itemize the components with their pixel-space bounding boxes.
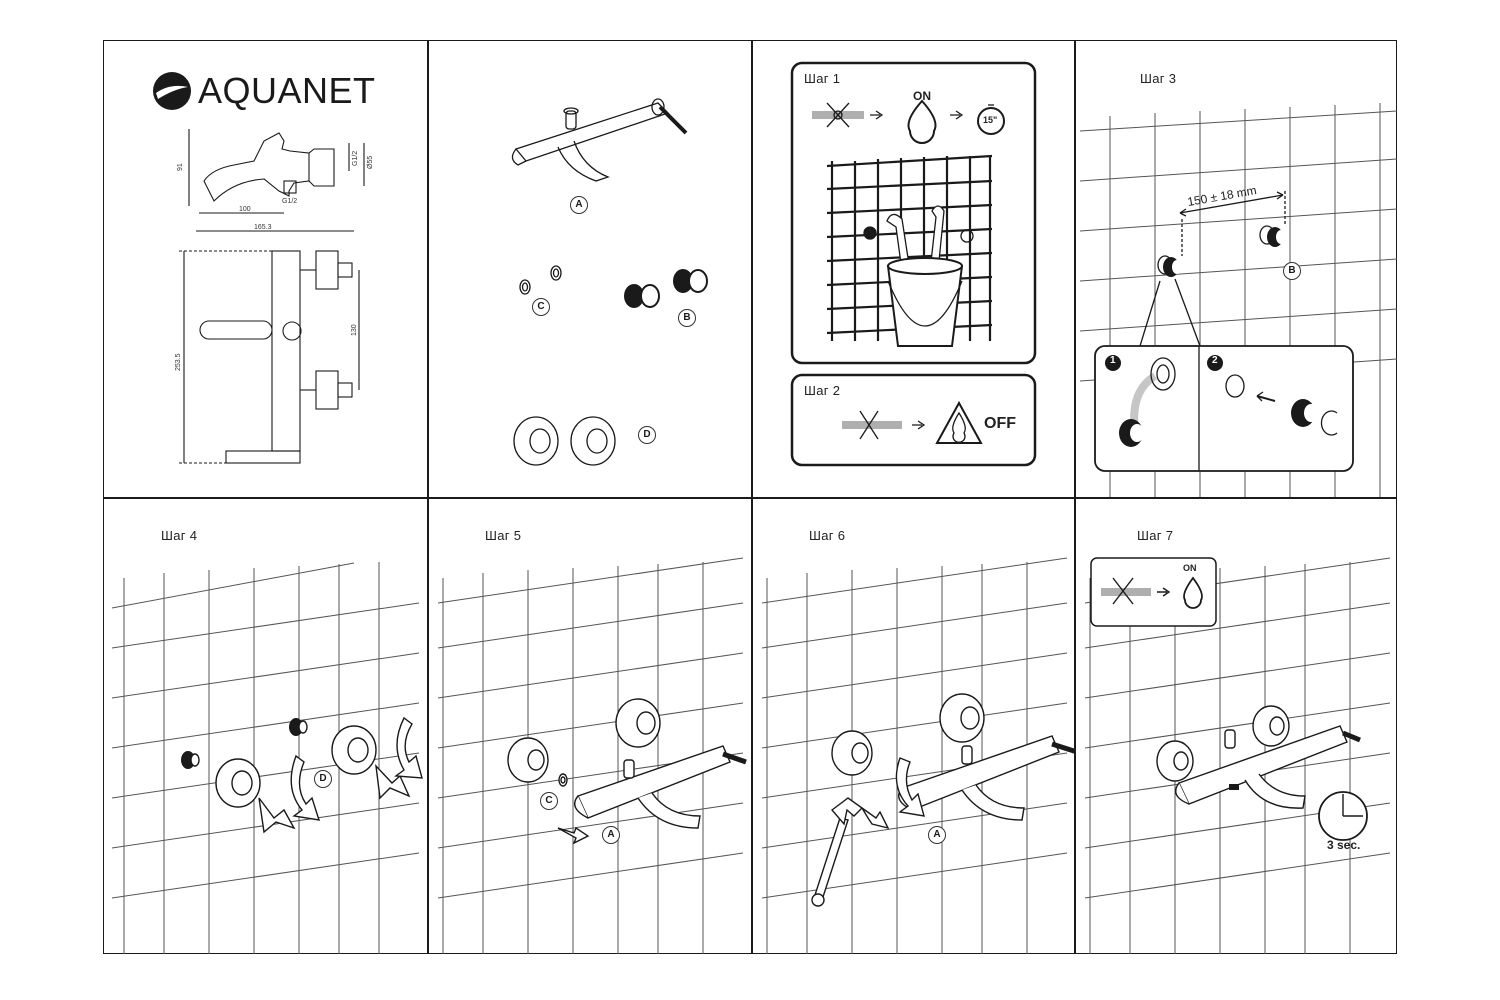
instruction-sheet: AQUANET	[103, 40, 1397, 954]
panel-dimensions: AQUANET	[104, 41, 427, 497]
panel-step-3: Шаг 3 150 ± 18 mm B 1 2	[1075, 41, 1397, 497]
panel-steps-1-2: Шаг 1 ON 15" Шаг 2 OFF	[752, 41, 1074, 497]
part-label-d: D	[638, 426, 656, 444]
step-4-title: Шаг 4	[161, 528, 198, 543]
tighten-nuts-illustration	[761, 557, 1074, 954]
step-2-title: Шаг 2	[804, 383, 841, 398]
faucet-dimension-drawing: 91 G1/2 Ø55 G1/2 100 165.3 253.5 130	[175, 129, 374, 464]
part-label-a-step6: A	[928, 826, 946, 844]
seconds-label: 3 sec.	[1327, 838, 1361, 852]
step-5-title: Шаг 5	[485, 528, 522, 543]
detail-number-2: 2	[1212, 355, 1218, 366]
aquanet-logo-icon	[153, 72, 191, 110]
off-label: OFF	[984, 415, 1016, 432]
brand-logo: AQUANET	[152, 69, 376, 113]
dim-center-distance: 130	[351, 324, 358, 336]
part-label-b-step3: B	[1283, 262, 1301, 280]
on-label: ON	[913, 89, 931, 103]
panel-step-6: Шаг 6 A	[752, 498, 1074, 954]
panel-step-5: Шаг 5 C A	[428, 498, 751, 954]
dim-thread-bottom: G1/2	[282, 198, 297, 205]
step-7-title: Шаг 7	[1137, 528, 1174, 543]
step-3-title: Шаг 3	[1140, 71, 1177, 86]
step-6-title: Шаг 6	[809, 528, 846, 543]
eccentric-install-illustration	[1079, 103, 1397, 497]
step-1-title: Шаг 1	[804, 71, 841, 86]
test-run-illustration	[1084, 557, 1391, 954]
panel-step-7: Шаг 7 ON 3 sec.	[1075, 498, 1397, 954]
dim-height: 91	[177, 163, 184, 171]
part-label-b: B	[678, 309, 696, 327]
part-label-a: A	[570, 196, 588, 214]
mixer-attach-illustration	[437, 557, 747, 954]
brand-name: AQUANET	[198, 70, 376, 111]
dim-diameter: Ø55	[367, 156, 374, 169]
dim-spout-length: 100	[239, 206, 251, 213]
parts-illustration	[511, 98, 708, 466]
timer-label: 15"	[983, 115, 998, 125]
rosette-install-illustration	[111, 562, 423, 954]
part-label-c-step5: C	[540, 792, 558, 810]
dim-total-height: 253.5	[175, 353, 182, 371]
dim-thread-top: G1/2	[352, 151, 359, 166]
row-divider	[104, 497, 1396, 499]
part-label-c: C	[532, 298, 550, 316]
flush-illustration	[790, 61, 1037, 467]
part-label-d-step4: D	[314, 770, 332, 788]
panel-step-4: Шаг 4 D	[104, 498, 427, 954]
detail-number-1: 1	[1110, 355, 1116, 366]
dim-total-length: 165.3	[254, 224, 272, 231]
on-label-step7: ON	[1183, 563, 1197, 573]
part-label-a-step5: A	[602, 826, 620, 844]
panel-parts: A C B D	[428, 41, 751, 497]
